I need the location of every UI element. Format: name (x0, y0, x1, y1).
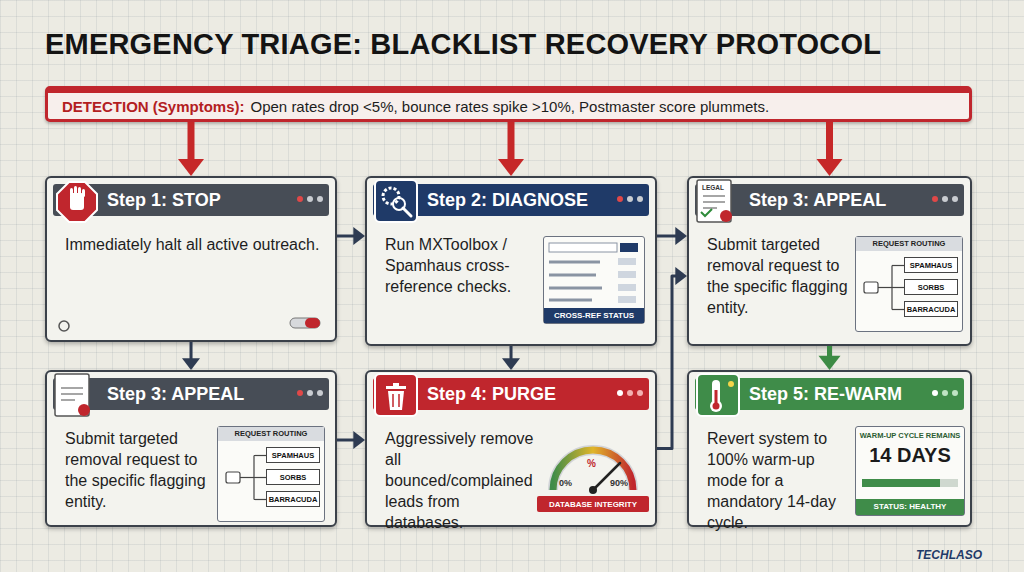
list-entity-box: BARRACUDA (904, 301, 958, 317)
arrow-head (353, 431, 365, 449)
routing-panel: REQUEST ROUTING SPAMHAUS SORBS BARRACUDA (217, 426, 325, 522)
arrow-head (817, 159, 843, 176)
arrow-line (188, 122, 195, 162)
arrow-head (178, 159, 204, 176)
routing-panel: REQUEST ROUTING SPAMHAUS SORBS BARRACUDA (855, 236, 963, 332)
flow-arrow (817, 122, 843, 176)
step-box: Step 5: RE-WARMRevert system to 100% war… (687, 370, 972, 527)
arrow-head (498, 159, 524, 176)
step-heading: Step 2: DIAGNOSE (427, 190, 588, 211)
entity-name: SORBS (280, 473, 307, 482)
step-text: Submit targeted removal request to the s… (707, 234, 853, 318)
list-entity-box: SPAMHAUS (904, 257, 958, 273)
gauge-max: 90% (610, 478, 628, 488)
gauge-unit: % (587, 458, 596, 469)
flow-arrow (337, 227, 365, 245)
entity-name: SORBS (918, 283, 945, 292)
list-entity-box: SORBS (266, 469, 320, 485)
arrow-line (657, 276, 677, 449)
panel-heading: WARM-UP CYCLE REMAINS (856, 431, 964, 440)
flow-arrow (657, 227, 687, 245)
step-heading: Step 1: STOP (107, 190, 221, 211)
arrow-line (510, 346, 513, 360)
flow-arrow (498, 122, 524, 176)
day-count: 14 DAYS (856, 444, 964, 467)
list-entity-box: BARRACUDA (266, 491, 320, 507)
flow-arrow (337, 431, 365, 449)
list-entity-box: SORBS (904, 279, 958, 295)
arrow-line (508, 122, 515, 162)
arrow-head (353, 227, 365, 245)
band-heading: DETECTION (Symptoms): (62, 98, 245, 115)
step-box: Step 3: APPEAL Submit targeted removal re… (45, 370, 337, 527)
status-strip: STATUS: HEALTHY (856, 499, 964, 515)
panel-heading: REQUEST ROUTING (218, 427, 324, 441)
warmup-panel: WARM-UP CYCLE REMAINS 14 DAYS STATUS: HEAL… (855, 426, 965, 516)
arrow-head (675, 267, 687, 285)
step-heading: Step 3: APPEAL (107, 384, 244, 405)
arrow-line (190, 342, 193, 360)
step-text: Aggressively remove all bounced/complain… (385, 428, 535, 533)
arrow-line (337, 235, 355, 238)
arrow-head (502, 358, 520, 370)
arrow-head (675, 227, 687, 245)
flow-arrow (502, 346, 520, 370)
step-box: Step 1: STOP Immediately halt all active … (45, 176, 337, 342)
panel-heading: REQUEST ROUTING (856, 237, 962, 251)
diagram-title: EMERGENCY TRIAGE: BLACKLIST RECOVERY PRO… (45, 28, 881, 61)
arrow-line (337, 439, 355, 442)
arrow-line (826, 122, 833, 162)
step-text: Run MXToolbox / Spamhaus cross-reference… (385, 234, 535, 297)
step-box: Step 3: APPEAL Submit targeted removal re… (687, 176, 972, 346)
panel-caption: CROSS-REF STATUS (544, 308, 644, 323)
flow-arrow (182, 342, 200, 370)
step-heading: Step 5: RE-WARM (749, 384, 902, 405)
step-heading: Step 3: APPEAL (749, 190, 886, 211)
gauge-min: 0% (559, 478, 572, 488)
flow-arrow (178, 122, 204, 176)
step-heading: Step 4: PURGE (427, 384, 556, 405)
arrow-line (827, 346, 832, 358)
entity-name: BARRACUDA (907, 305, 956, 314)
arrow-head (182, 358, 200, 370)
list-entity-box: SPAMHAUS (266, 447, 320, 463)
step-text: Submit targeted removal request to the s… (65, 428, 215, 512)
arrow-line (657, 235, 677, 238)
watermark: TECHLASO (916, 548, 982, 562)
step-text: Revert system to 100% warm-up mode for a… (707, 428, 853, 533)
band-text: Open rates drop <5%, bounce rates spike … (251, 98, 770, 115)
entity-name: BARRACUDA (269, 495, 318, 504)
icon-label: LEGAL (702, 184, 724, 191)
status-panel: CROSS-REF STATUS (543, 236, 645, 324)
detection-band: DETECTION (Symptoms): Open rates drop <5%… (45, 86, 972, 122)
flow-arrow (819, 346, 841, 370)
step-text: Immediately halt all active outreach. (65, 234, 327, 255)
entity-name: SPAMHAUS (272, 451, 314, 460)
entity-name: SPAMHAUS (910, 261, 952, 270)
bar-text: DATABASE INTEGRITY (549, 500, 637, 509)
step-box: Step 2: DIAGNOSE Run MXToolbox / Spamhaus… (365, 176, 657, 346)
step-box: Step 4: PURGEAggressively remove all bou… (365, 370, 657, 527)
arrow-head (819, 356, 841, 370)
integrity-bar: DATABASE INTEGRITY (537, 496, 649, 512)
flow-arrow (657, 267, 687, 449)
